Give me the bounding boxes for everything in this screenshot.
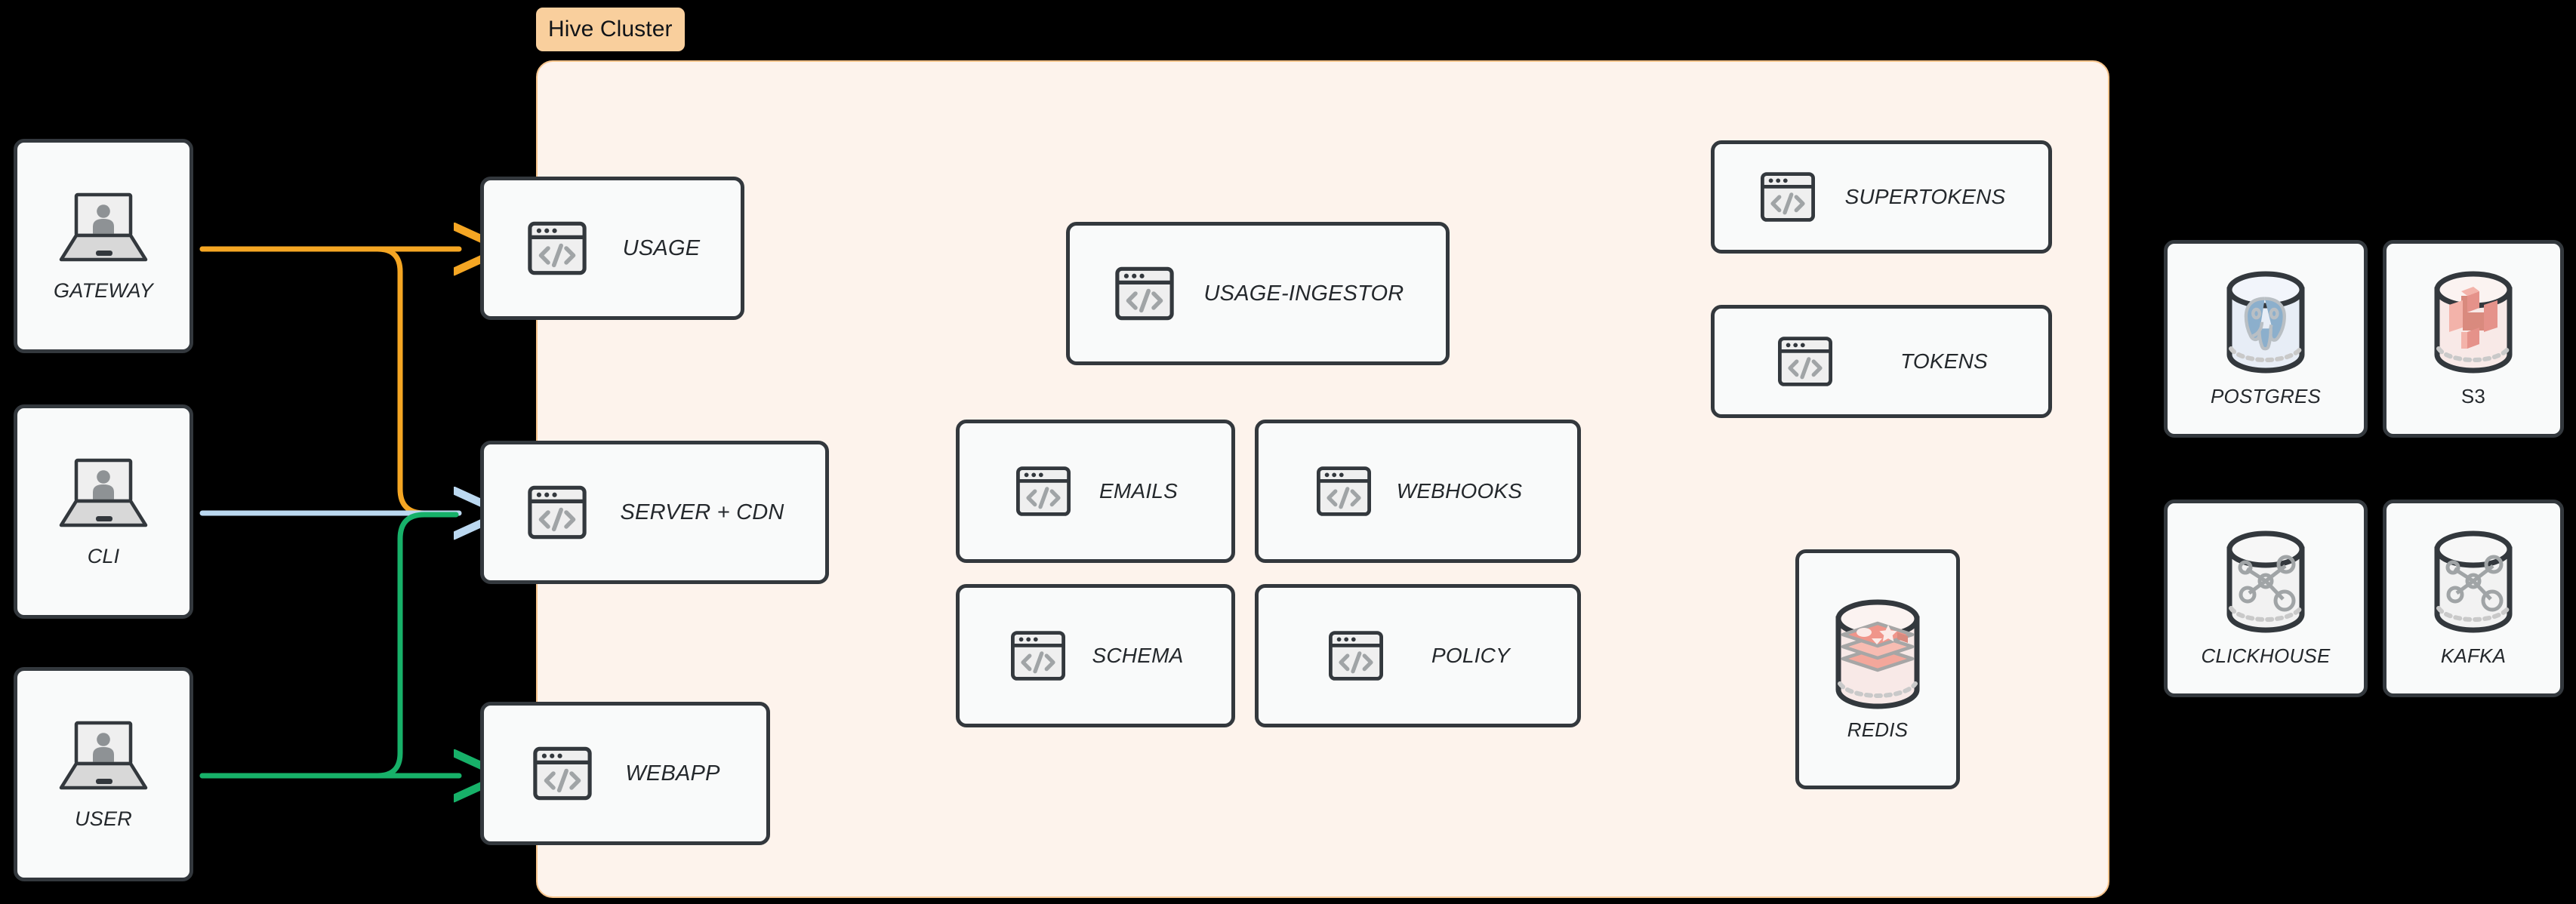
store-label: REDIS — [1847, 718, 1909, 741]
postgres-cylinder-icon — [2213, 270, 2319, 377]
client-label: USER — [75, 807, 132, 830]
laptop-user-icon — [51, 718, 156, 797]
code-window-icon — [1314, 461, 1374, 521]
code-window-icon — [1326, 626, 1386, 686]
code-window-icon — [1112, 261, 1177, 326]
service-label: USAGE — [622, 235, 701, 260]
code-window-icon — [525, 216, 590, 281]
client-node-cli[interactable]: CLI — [14, 404, 193, 619]
hive-cluster-badge: Hive Cluster — [536, 8, 685, 51]
service-node-usage[interactable]: USAGE — [480, 177, 744, 320]
service-node-tokens[interactable]: TOKENS — [1711, 305, 2052, 418]
redis-cylinder-icon — [1825, 598, 1930, 711]
service-node-policy[interactable]: POLICY — [1255, 584, 1581, 727]
code-window-icon — [1008, 626, 1068, 686]
code-window-icon — [525, 480, 590, 545]
service-label: WEBHOOKS — [1396, 479, 1523, 503]
service-node-schema[interactable]: SCHEMA — [956, 584, 1235, 727]
store-label: S3 — [2460, 384, 2486, 407]
service-label: SCHEMA — [1092, 644, 1184, 667]
hive-cluster-badge-label: Hive Cluster — [548, 17, 673, 42]
code-window-icon — [1775, 331, 1835, 392]
service-node-webhooks[interactable]: WEBHOOKS — [1255, 420, 1581, 563]
code-window-icon — [530, 741, 595, 806]
client-label: GATEWAY — [54, 278, 153, 302]
service-node-usage-ingestor[interactable]: USAGE-INGESTOR — [1066, 222, 1450, 365]
service-node-server-cdn[interactable]: SERVER + CDN — [480, 441, 829, 584]
service-label: SERVER + CDN — [620, 500, 784, 524]
network-cylinder-icon — [2420, 530, 2526, 637]
store-node-redis[interactable]: REDIS — [1795, 549, 1960, 789]
wire-user-to-server-cdn — [199, 512, 459, 779]
service-label: SUPERTOKENS — [1844, 185, 2006, 208]
service-node-webapp[interactable]: WEBAPP — [480, 702, 770, 845]
code-window-icon — [1758, 167, 1818, 227]
service-label: EMAILS — [1099, 479, 1178, 503]
store-label: CLICKHOUSE — [2201, 644, 2331, 667]
store-label: KAFKA — [2440, 644, 2507, 667]
client-node-gateway[interactable]: GATEWAY — [14, 139, 193, 353]
client-label: CLI — [87, 544, 120, 567]
service-node-supertokens[interactable]: SUPERTOKENS — [1711, 140, 2052, 254]
laptop-user-icon — [51, 456, 156, 534]
store-label: POSTGRES — [2210, 384, 2322, 407]
s3-cylinder-icon — [2420, 270, 2526, 377]
service-node-emails[interactable]: EMAILS — [956, 420, 1235, 563]
service-label: USAGE-INGESTOR — [1203, 281, 1404, 306]
store-node-clickhouse[interactable]: CLICKHOUSE — [2164, 500, 2368, 697]
store-node-s3[interactable]: S3 — [2383, 240, 2564, 438]
wire-gateway-to-server-cdn — [199, 246, 459, 516]
service-label: WEBAPP — [625, 761, 720, 786]
client-node-user[interactable]: USER — [14, 667, 193, 881]
network-cylinder-icon — [2213, 530, 2319, 637]
laptop-user-icon — [51, 190, 156, 269]
service-label: TOKENS — [1900, 349, 1988, 373]
code-window-icon — [1013, 461, 1074, 521]
store-node-kafka[interactable]: KAFKA — [2383, 500, 2564, 697]
store-node-postgres[interactable]: POSTGRES — [2164, 240, 2368, 438]
service-label: POLICY — [1431, 644, 1510, 667]
